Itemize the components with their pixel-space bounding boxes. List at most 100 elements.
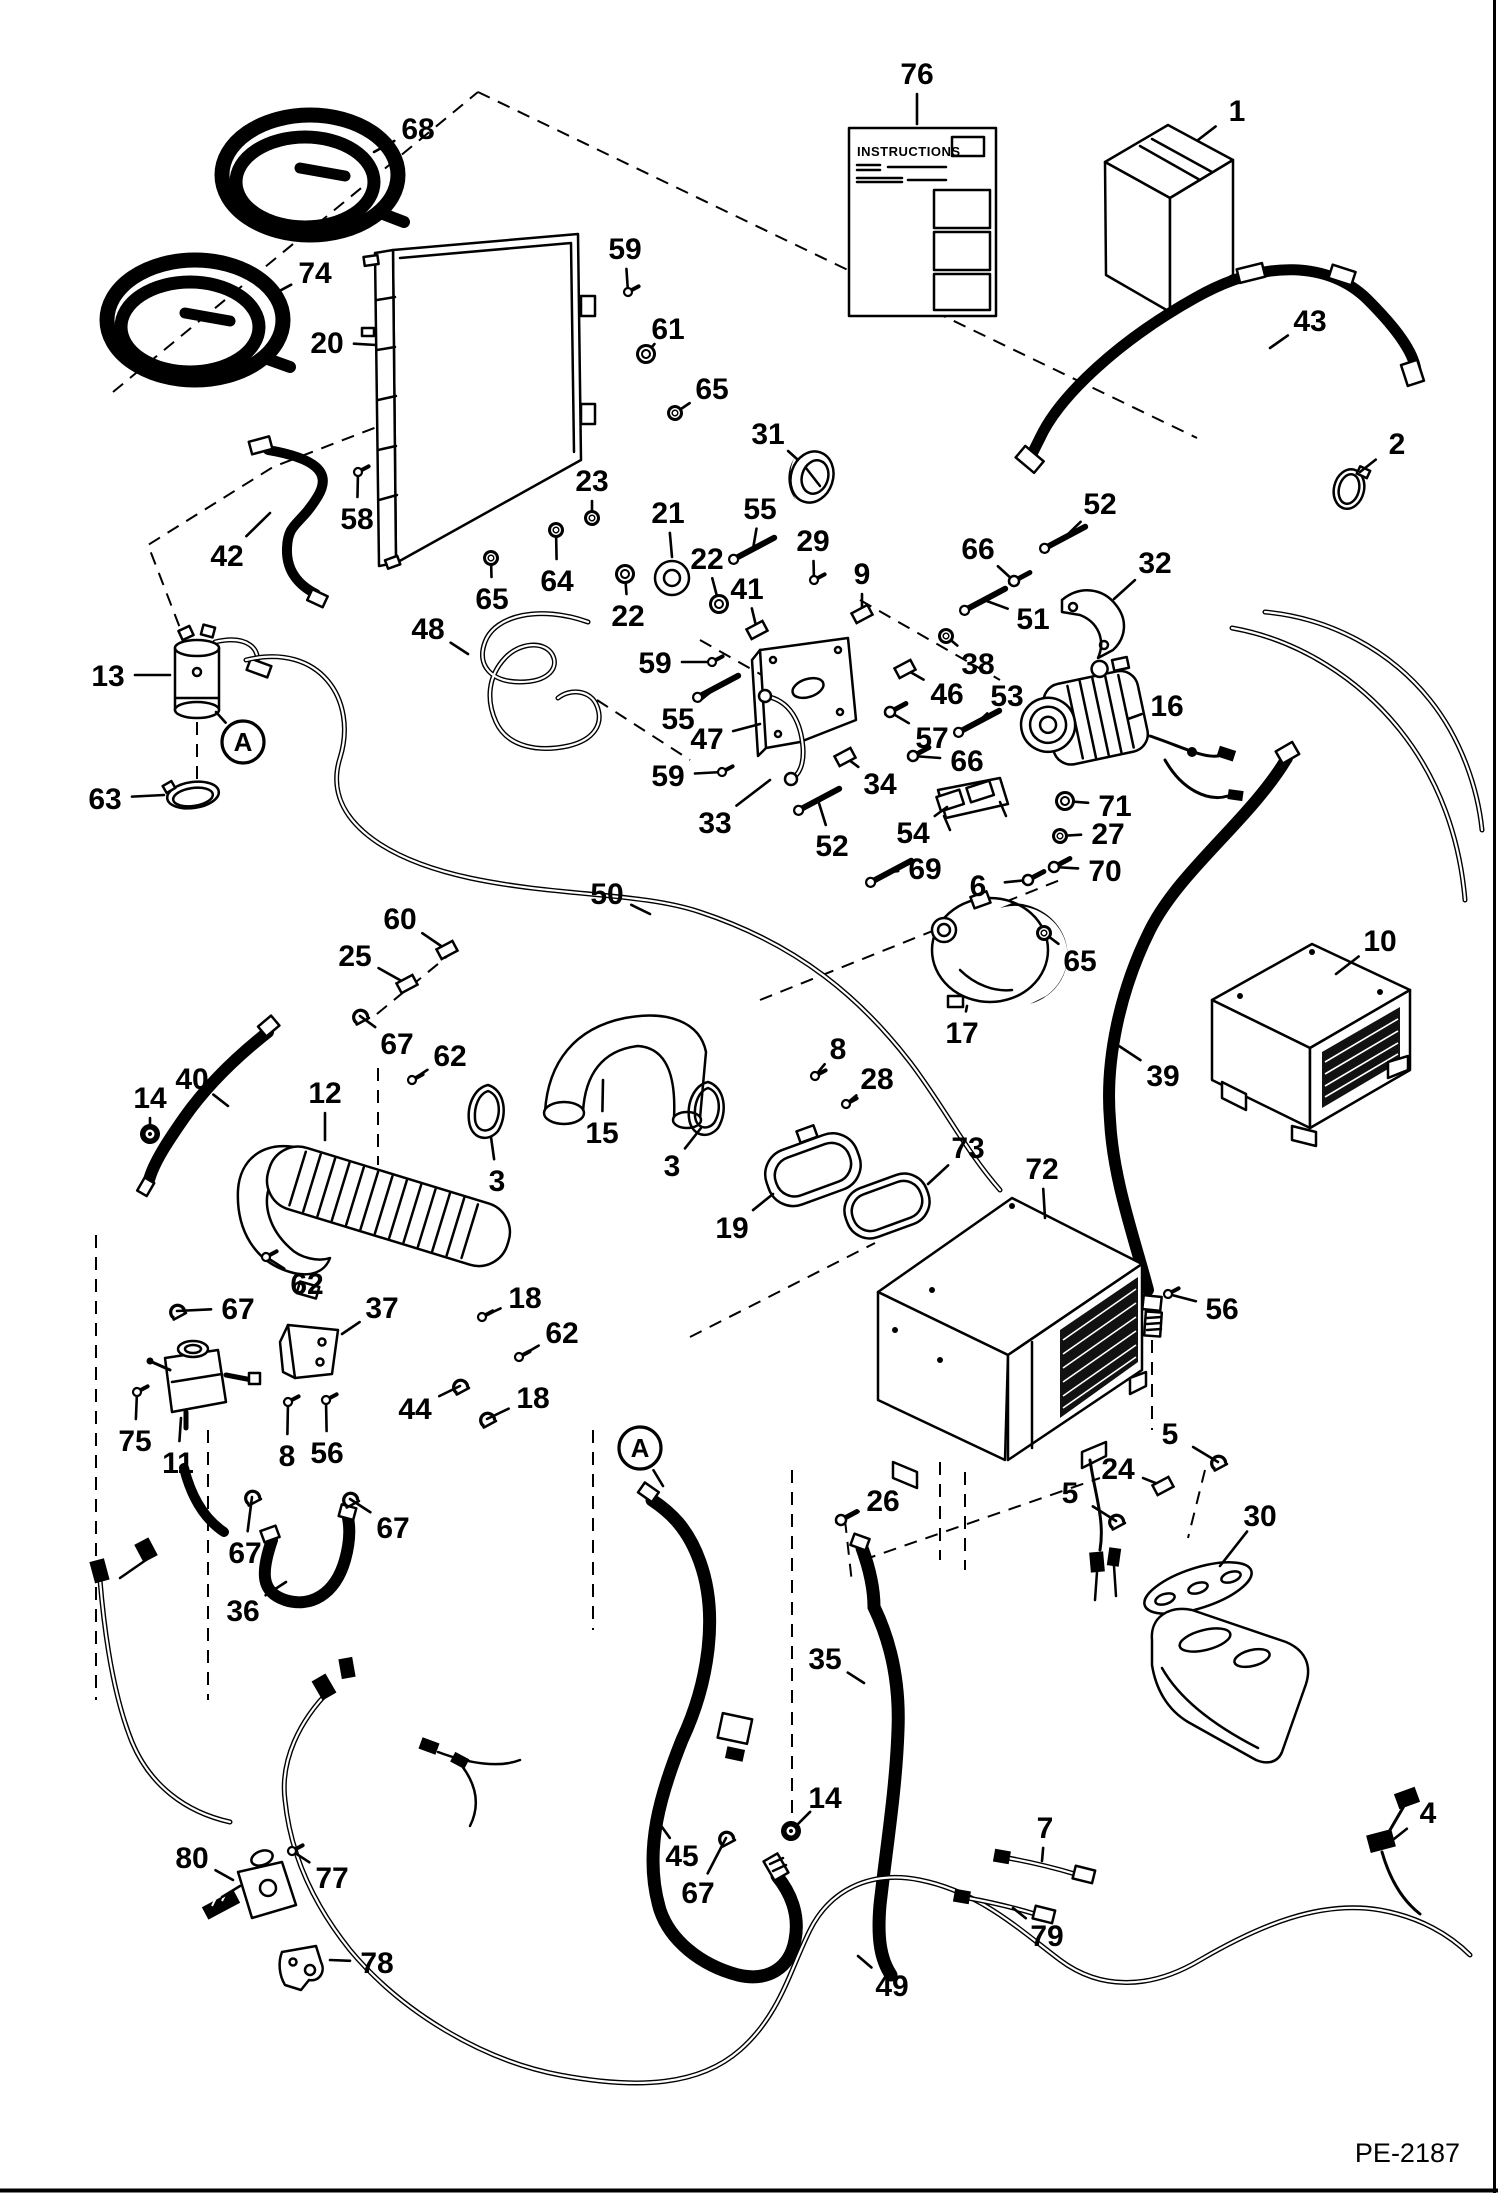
callout-label: 18 (508, 1282, 541, 1315)
callout-18-46: 18 (476, 1282, 542, 1323)
callout-34-73: 34 (832, 746, 897, 801)
leader-line (178, 1416, 183, 1443)
leader-line (328, 1958, 352, 1963)
condenser-20 (360, 232, 597, 571)
hw-w-icon (615, 564, 635, 584)
leader-line (786, 449, 799, 461)
leader-line (1117, 1044, 1142, 1062)
callout-label: 73 (951, 1132, 984, 1165)
callout-24-40: 24 (1101, 1453, 1176, 1497)
connector-7 (992, 1848, 1097, 1885)
cover-31 (788, 450, 835, 504)
hw-c-icon (244, 1489, 263, 1507)
callout-label: 33 (698, 807, 731, 840)
callout-56-38: 56 (1162, 1286, 1239, 1326)
hw-c-icon (1210, 1454, 1229, 1472)
leader-line (1268, 334, 1290, 350)
callout-25-22: 25 (338, 940, 420, 995)
hw-w-icon (709, 594, 729, 614)
callout-label: 17 (945, 1017, 978, 1050)
callout-label: 70 (1088, 855, 1121, 888)
leader-line (437, 1384, 462, 1398)
callout-22-99: 22 (690, 543, 729, 614)
callout-label: 52 (1083, 488, 1116, 521)
callout-67-45: 67 (169, 1293, 255, 1326)
leader-line (1196, 125, 1217, 142)
heater-box-10 (1210, 942, 1412, 1148)
hw-s-icon (809, 1068, 828, 1082)
hw-c-icon (1108, 1513, 1127, 1531)
callout-8-31: 8 (809, 1033, 846, 1082)
leader-line (372, 139, 396, 154)
callout-label: 16 (1150, 690, 1183, 723)
callout-label: 45 (665, 1840, 698, 1873)
leader-line (340, 1320, 361, 1336)
hw-w-icon (1055, 791, 1075, 811)
hw-n-icon (1052, 828, 1068, 844)
callout-27-78: 27 (1052, 818, 1125, 851)
hose-coil-74 (99, 252, 296, 388)
callout-label: 48 (411, 613, 444, 646)
hw-b-icon (906, 745, 932, 763)
callout-60-21: 60 (383, 903, 460, 961)
callout-label: 67 (681, 1877, 714, 1910)
hose-50 (243, 654, 1003, 1193)
bracket-78 (278, 1944, 324, 1992)
callout-label: 65 (695, 373, 728, 406)
callout-3-30: 3 (664, 1126, 703, 1183)
callout-label: A (631, 1433, 650, 1463)
hw-s-icon (260, 1249, 279, 1263)
callout-label: 22 (690, 543, 723, 576)
callout-17-71: 17 (945, 1004, 979, 1050)
gasket-3-right (687, 1080, 725, 1137)
leader-line (751, 1192, 775, 1212)
hw-s-icon (286, 1843, 305, 1857)
hw-b-icon (834, 1509, 860, 1527)
ac-unit-72 (876, 1196, 1148, 1602)
callout-53-95: 53 (952, 680, 1024, 738)
hw-s-icon (706, 654, 725, 668)
callout-label: 62 (290, 1268, 323, 1301)
callout-67-55: 67 (342, 1491, 410, 1545)
callout-3-28: 3 (489, 1135, 505, 1198)
callout-70-79: 70 (1047, 855, 1122, 888)
leader-line (655, 1818, 672, 1840)
wiring-harness-49 (89, 1537, 1473, 2086)
hw-n-icon (938, 628, 954, 644)
leader-line (1358, 458, 1378, 474)
callout-43-8: 43 (1268, 305, 1327, 350)
leader-line (652, 1468, 665, 1488)
callout-66-88: 66 (906, 745, 984, 778)
hw-s-icon (1162, 1286, 1181, 1300)
hw-r-icon (792, 785, 843, 816)
callout-2-9: 2 (1358, 428, 1405, 474)
leader-line (1091, 1505, 1118, 1523)
callout-label: 15 (585, 1117, 618, 1150)
hose-43 (1014, 261, 1426, 475)
callout-58-14: 58 (340, 464, 374, 536)
callout-label: 34 (863, 768, 897, 801)
callout-label: 13 (91, 660, 124, 693)
callout-label: 32 (1138, 547, 1171, 580)
callout-67-23: 67 (352, 1008, 414, 1061)
callout-label: 58 (340, 503, 373, 536)
hw-s-icon (716, 764, 735, 778)
callout-label: 79 (1030, 1920, 1063, 1953)
callout-label: 55 (661, 703, 694, 736)
callout-label: 68 (401, 113, 434, 146)
hw-g-icon (140, 1124, 160, 1144)
callout-36-56: 36 (226, 1580, 288, 1628)
elbow-duct-15 (542, 1014, 708, 1130)
callout-62-43: 62 (260, 1249, 324, 1301)
callout-56-53: 56 (310, 1392, 344, 1470)
callout-11-51: 11 (162, 1416, 194, 1480)
gasket-3-left (467, 1083, 505, 1140)
callout-label: 37 (365, 1292, 398, 1325)
callout-label: 22 (611, 600, 644, 633)
callout-30-42: 30 (1218, 1500, 1277, 1568)
hw-f-icon (434, 939, 460, 961)
callout-13-16: 13 (91, 660, 172, 693)
engine-mount-54 (935, 776, 1010, 832)
callout-label: 76 (900, 58, 933, 91)
callout-label: 39 (1146, 1060, 1179, 1093)
